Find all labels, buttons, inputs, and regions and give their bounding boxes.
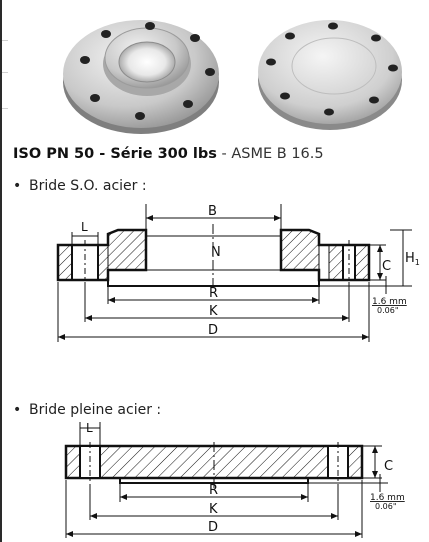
label-raised-face-mm: 1.6 mm <box>372 297 407 307</box>
label-H1: H1 <box>405 251 420 267</box>
label-raised-face-in: 0.06" <box>377 306 399 315</box>
bullet-dot: • <box>13 402 22 418</box>
bullet-slip-on-label: Bride S.O. acier : <box>29 178 147 194</box>
table-rule <box>2 108 8 109</box>
label-raised-face-mm: 1.6 mm <box>370 493 405 503</box>
label-H1-sub: 1 <box>415 258 420 267</box>
slip-on-flange-photo <box>63 20 219 134</box>
label-K: K <box>209 304 218 319</box>
label-C: C <box>384 459 393 474</box>
bullet-blind-label: Bride pleine acier : <box>29 402 162 418</box>
bullet-blind: • Bride pleine acier : <box>13 402 161 418</box>
bullet-slip-on: • Bride S.O. acier : <box>13 178 147 194</box>
label-R: R <box>209 286 218 301</box>
label-H1-main: H <box>405 251 415 266</box>
label-R: R <box>209 483 218 498</box>
blind-flange-drawing: L C R K D 1.6 mm 0.06" <box>64 421 405 538</box>
label-D: D <box>208 520 218 535</box>
left-border <box>0 0 2 542</box>
flange-photos <box>63 20 402 134</box>
series-heading: ISO PN 50 - Série 300 lbs - ASME B 16.5 <box>13 146 324 162</box>
label-K: K <box>209 502 218 517</box>
slip-on-flange-drawing: B L N C H1 R K D 1.6 mm 0.06" <box>56 204 420 342</box>
label-D: D <box>208 323 218 338</box>
series-heading-bold: ISO PN 50 - Série 300 lbs <box>13 146 217 162</box>
label-B: B <box>208 204 217 219</box>
label-L: L <box>86 421 93 435</box>
bullet-dot: • <box>13 178 22 194</box>
label-N: N <box>211 245 221 260</box>
label-C: C <box>382 259 391 274</box>
table-rule <box>2 72 8 73</box>
series-heading-standard: - ASME B 16.5 <box>216 146 324 162</box>
blind-flange-photo <box>258 20 402 130</box>
table-rule <box>2 40 8 41</box>
label-raised-face-in: 0.06" <box>375 502 397 511</box>
label-L: L <box>81 220 88 234</box>
